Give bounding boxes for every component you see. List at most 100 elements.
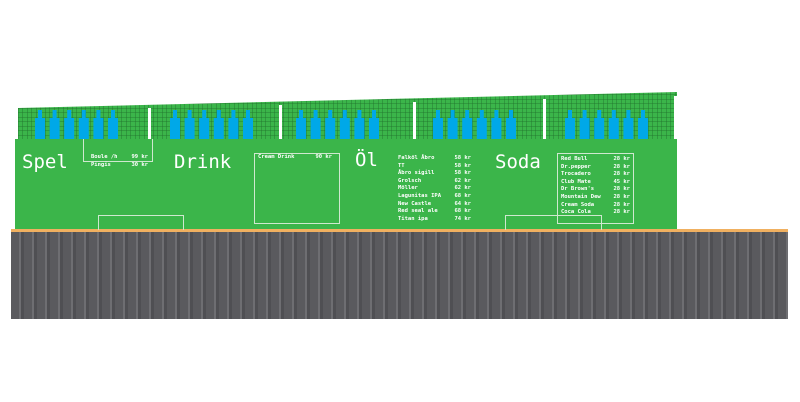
item-name: Boule /h bbox=[91, 154, 118, 160]
menu-item: Åbro sigill 58 kr bbox=[398, 170, 471, 178]
menu-item: Red Bull 28 kr bbox=[561, 156, 630, 164]
bottle bbox=[64, 110, 75, 139]
bottle bbox=[184, 110, 195, 139]
item-price: 28 kr bbox=[613, 193, 630, 200]
item-name: Titan ipa bbox=[398, 215, 428, 222]
drink-frame bbox=[254, 153, 340, 224]
item-name: Lagunitas IPA bbox=[398, 192, 442, 199]
bottle bbox=[608, 110, 619, 139]
item-name: Pingis bbox=[91, 161, 111, 168]
bottle-shelf bbox=[18, 92, 677, 139]
item-name: Möller bbox=[398, 185, 418, 192]
item-name: Red seal ale bbox=[398, 208, 438, 215]
item-name: Dr Brown's bbox=[561, 186, 595, 193]
item-name: New Castle bbox=[398, 200, 432, 207]
bottle bbox=[49, 110, 60, 139]
menu-item: Coca Cola 28 kr bbox=[561, 209, 630, 217]
item-price: 28 kr bbox=[613, 186, 630, 193]
heading-spel: Spel bbox=[22, 151, 68, 173]
spel-frame bbox=[83, 139, 153, 162]
item-name: Grolsch bbox=[398, 177, 422, 184]
shelf-post bbox=[543, 99, 546, 139]
bottle bbox=[339, 110, 350, 139]
menu-item: Cream Soda 28 kr bbox=[561, 202, 630, 210]
item-name: Falköl Åbro bbox=[398, 155, 435, 161]
menu-item: Pingis 30 kr bbox=[91, 162, 148, 170]
item-price: 28 kr bbox=[613, 156, 630, 162]
bottle bbox=[565, 110, 575, 139]
bottle bbox=[594, 110, 605, 139]
bottle bbox=[433, 110, 443, 139]
item-price: 62 kr bbox=[454, 177, 471, 184]
item-name: Dr.pepper bbox=[561, 163, 591, 170]
item-name: Trocadero bbox=[561, 171, 591, 178]
bottle bbox=[638, 110, 648, 139]
item-price: 62 kr bbox=[454, 185, 471, 192]
spel-list: Boule /h 99 kr Pingis 30 kr bbox=[91, 154, 148, 169]
bottle bbox=[243, 110, 253, 139]
bottle bbox=[506, 110, 516, 139]
menu-item: Grolsch 62 kr bbox=[398, 178, 471, 186]
item-price: 28 kr bbox=[613, 163, 630, 170]
counter-trim bbox=[11, 229, 788, 232]
menu-item: Möller 62 kr bbox=[398, 185, 471, 193]
menu-board bbox=[15, 139, 677, 229]
heading-soda: Soda bbox=[495, 151, 541, 173]
soda-frame bbox=[557, 153, 634, 224]
menu-item: Club Mate 45 kr bbox=[561, 179, 630, 187]
menu-item: Dr.pepper 28 kr bbox=[561, 164, 630, 172]
item-price: 58 kr bbox=[454, 170, 471, 177]
menu-item: Dr Brown's 28 kr bbox=[561, 186, 630, 194]
bottle bbox=[228, 110, 239, 139]
lower-frame-2 bbox=[505, 215, 602, 230]
item-name: Åbro sigill bbox=[398, 170, 435, 177]
menu-item: Boule /h 99 kr bbox=[91, 154, 148, 162]
item-price: 28 kr bbox=[613, 201, 630, 208]
item-name: Coca Cola bbox=[561, 209, 591, 216]
bottle bbox=[369, 110, 379, 139]
bottle bbox=[78, 110, 89, 139]
item-name: Red Bull bbox=[561, 156, 588, 162]
menu-item: Red seal ale 68 kr bbox=[398, 208, 471, 216]
bottle bbox=[579, 110, 590, 139]
menu-item: New Castle 64 kr bbox=[398, 201, 471, 209]
item-price: 45 kr bbox=[613, 178, 630, 185]
item-name: Cream Drink bbox=[258, 154, 295, 160]
heading-ol: Öl bbox=[355, 149, 378, 171]
bottle bbox=[623, 110, 634, 139]
item-name: TT bbox=[398, 162, 405, 169]
menu-item: TT 58 kr bbox=[398, 163, 471, 171]
item-price: 64 kr bbox=[454, 200, 471, 207]
shelf-post bbox=[413, 102, 416, 139]
bottle bbox=[213, 110, 224, 139]
item-price: 58 kr bbox=[454, 155, 471, 161]
counter-front bbox=[11, 232, 788, 319]
menu-item: Lagunitas IPA 68 kr bbox=[398, 193, 471, 201]
item-price: 58 kr bbox=[454, 162, 471, 169]
item-price: 30 kr bbox=[131, 161, 148, 168]
item-price: 68 kr bbox=[454, 208, 471, 215]
item-price: 68 kr bbox=[454, 192, 471, 199]
shelf-post bbox=[148, 108, 151, 139]
bottle bbox=[354, 110, 365, 139]
heading-drink: Drink bbox=[174, 151, 232, 173]
bottle bbox=[93, 110, 104, 139]
item-name: Club Mate bbox=[561, 178, 591, 185]
bottle bbox=[35, 110, 45, 139]
bottle bbox=[108, 110, 118, 139]
bottle bbox=[325, 110, 336, 139]
bottle bbox=[199, 110, 210, 139]
item-price: 99 kr bbox=[131, 154, 148, 160]
shelf-post bbox=[674, 96, 677, 139]
item-price: 28 kr bbox=[613, 209, 630, 216]
item-name: Cream Soda bbox=[561, 201, 595, 208]
shelf-post bbox=[279, 105, 282, 139]
bottle bbox=[491, 110, 502, 139]
